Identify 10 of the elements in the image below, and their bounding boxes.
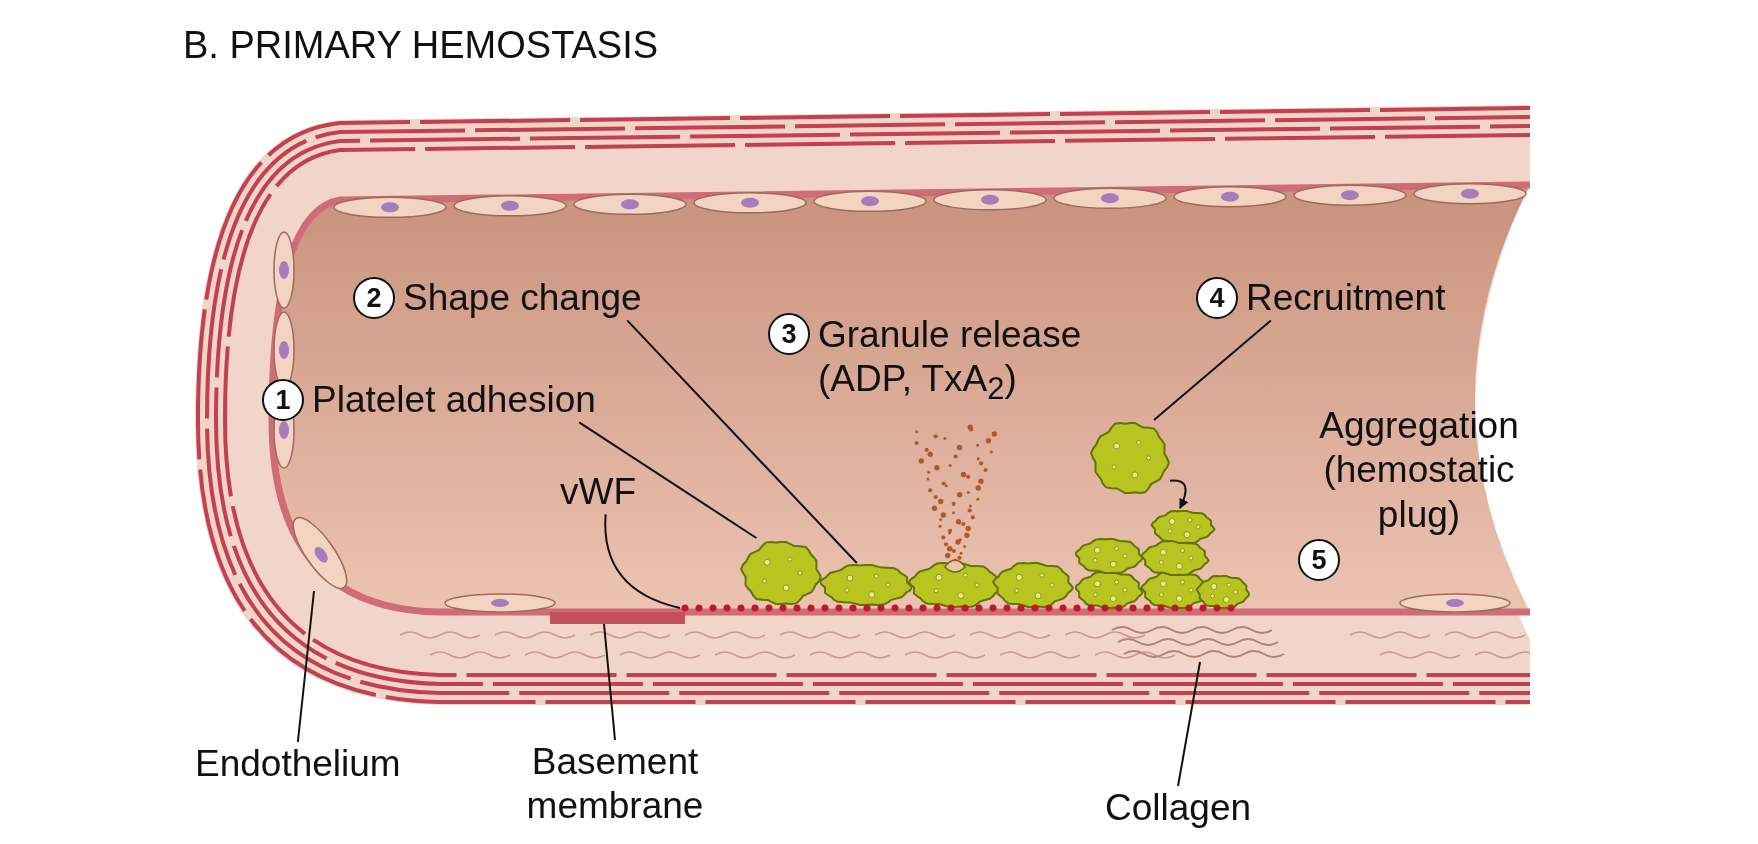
part-label: Endothelium [195, 742, 401, 786]
step-label: Recruitment [1246, 276, 1446, 320]
step-label: Aggregation (hemostatic plug) [1318, 404, 1520, 537]
part-label: Collagen [1105, 786, 1252, 830]
part-label: Basement membrane [525, 740, 705, 829]
part-label: vWF [560, 470, 637, 514]
step-label: Shape change [403, 276, 642, 320]
step-label: Granule release (ADP, TxA$_{2}$) [818, 313, 1083, 409]
step-label: Platelet adhesion [312, 378, 596, 422]
diagram-title: B. PRIMARY HEMOSTASIS [183, 24, 659, 67]
